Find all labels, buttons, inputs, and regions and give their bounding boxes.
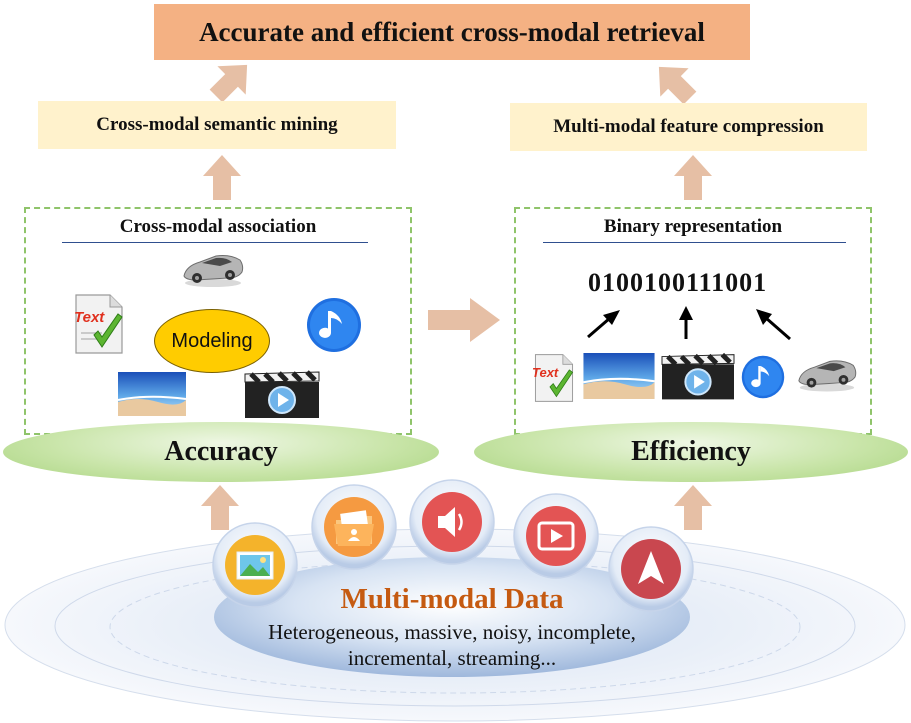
arrow-up: [201, 485, 239, 530]
car-icon: [183, 255, 244, 287]
panel-title-association: Cross-modal association: [119, 216, 317, 237]
video-clapper-icon: [661, 352, 735, 400]
goal-semantic-mining: Cross-modal semantic mining: [38, 101, 396, 149]
speaker-icon: [409, 479, 495, 565]
panel-title-binary: Binary representation: [603, 216, 783, 237]
landscape-image-icon: [117, 372, 187, 416]
modeling-node: Modeling: [154, 309, 270, 373]
text-document-icon: Text: [530, 353, 578, 403]
arrow-right: [428, 298, 500, 342]
arrow-up-right: [209, 64, 248, 103]
text-icon-label: Text: [532, 365, 559, 380]
panel-underline: [62, 242, 368, 243]
data-title: Multi-modal Data: [340, 583, 564, 615]
main-title: Accurate and efficient cross-modal retri…: [154, 4, 750, 60]
text-icon-label: Text: [74, 309, 105, 326]
arrow-up-left-black: [756, 309, 791, 341]
pillar-efficiency: Efficiency: [474, 422, 908, 482]
pillar-accuracy: Accuracy: [3, 422, 439, 482]
music-note-icon: [741, 355, 785, 399]
binary-code: 0100100111001: [588, 268, 768, 297]
panel-underline: [543, 242, 846, 243]
text-document-icon: Text: [72, 293, 126, 355]
arrow-up: [203, 155, 241, 200]
play-icon: [513, 493, 599, 579]
music-note-icon: [307, 298, 361, 352]
landscape-image-icon: [583, 353, 655, 399]
data-properties-line-2: incremental, streaming...: [347, 646, 557, 670]
arrow-up-right-black: [587, 310, 620, 339]
arrow-up: [674, 485, 712, 530]
data-base-inner-ellipse: [214, 557, 690, 677]
navigation-arrow-icon: [608, 526, 694, 612]
arrow-up: [674, 155, 712, 200]
car-icon: [798, 360, 857, 392]
image-icon: [212, 522, 298, 608]
folder-user-icon: [311, 484, 397, 570]
arrow-up-left: [658, 66, 697, 105]
arrow-up-black: [679, 306, 693, 339]
video-clapper-icon: [244, 370, 320, 418]
goal-feature-compression: Multi-modal feature compression: [510, 103, 867, 151]
data-properties-line-1: Heterogeneous, massive, noisy, incomplet…: [268, 620, 636, 644]
